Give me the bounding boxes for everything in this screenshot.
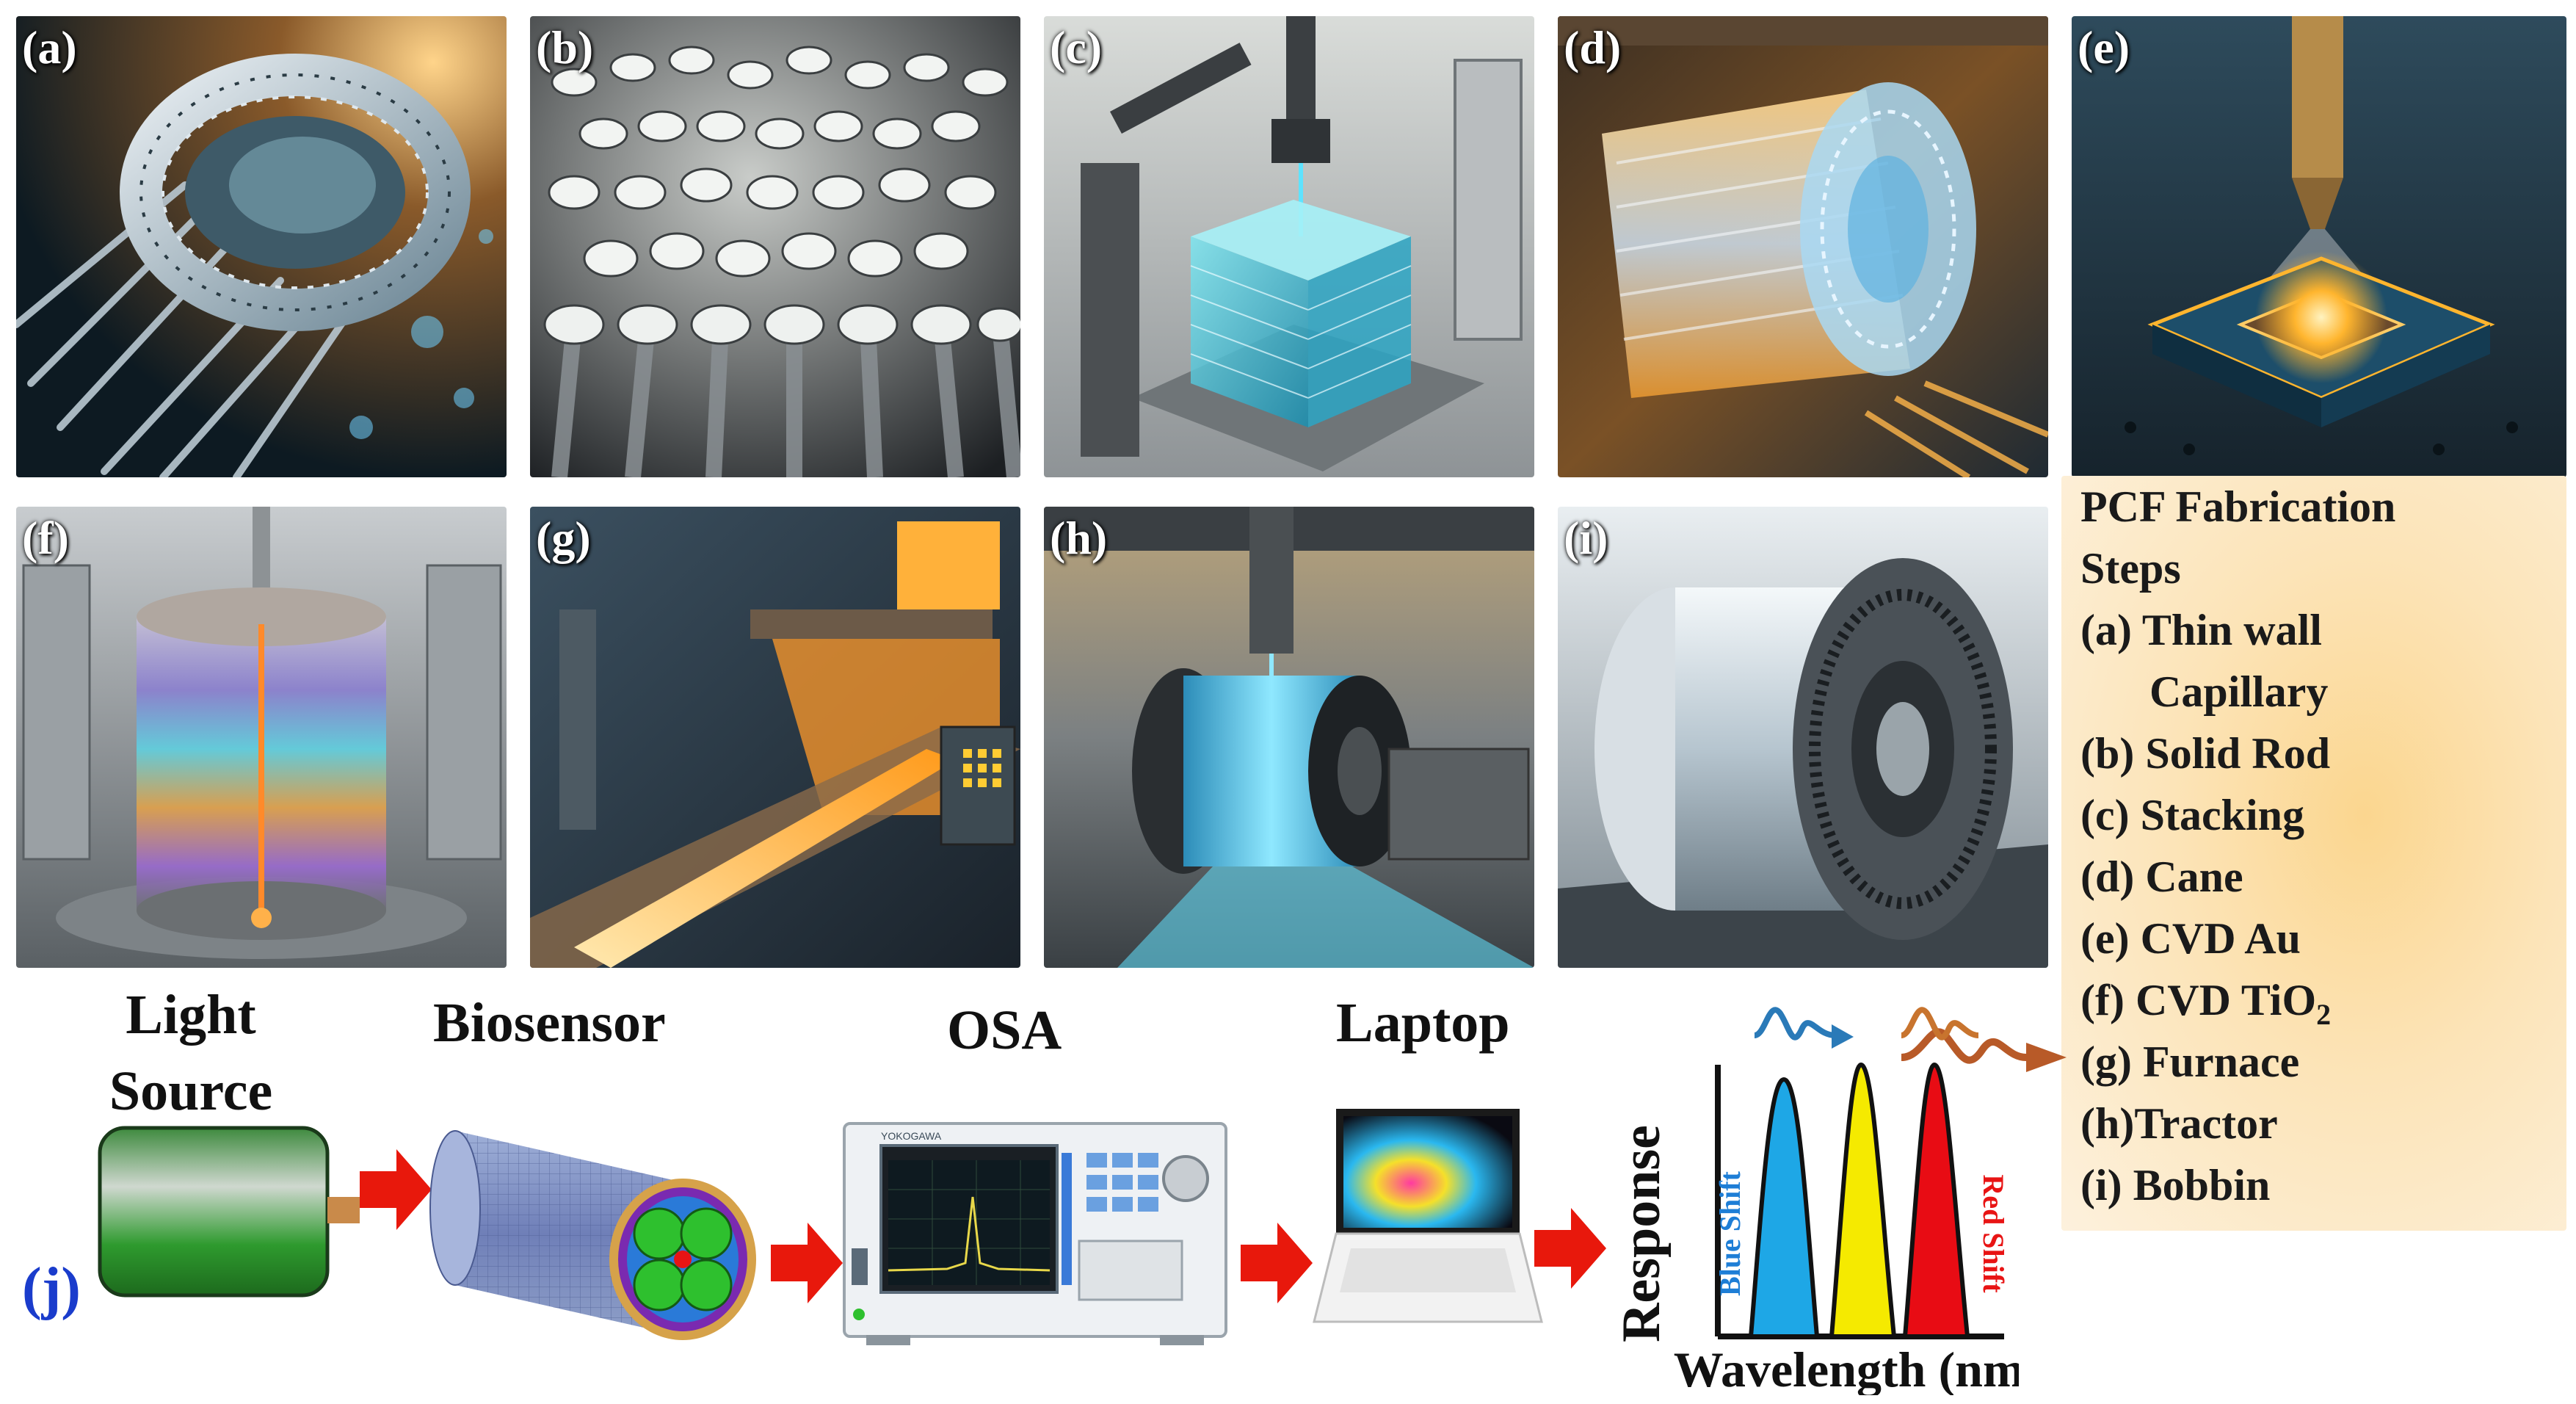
legend-title: PCF Fabrication [2080,482,2396,531]
osa-brand-text: YOKOGAWA [881,1130,942,1142]
flow-arrow [1241,1223,1313,1303]
cvd-au-illustration [2072,16,2566,477]
legend-item-tio2: (f) CVD TiO2 [2080,975,2331,1032]
light-source-label: Light Source [88,977,294,1129]
legend-item: (h)Tractor [2080,1099,2278,1148]
red-shift-label: Red Shift [1977,1174,2010,1293]
light-source-line1: Light [126,984,256,1046]
light-source-device [98,1126,360,1298]
legend-item: (b) Solid Rod [2080,729,2331,778]
legend-pointer-arrow [1901,1028,2067,1072]
legend-item: (c) Stacking [2080,791,2304,839]
laptop-device [1313,1109,1543,1323]
legend-title-line2: Steps [2080,544,2181,593]
panel-d: (d) [1558,16,2048,477]
panel-label: (f) [22,512,69,564]
panel-i: (i) [1558,507,2048,968]
response-chart: Response Blue Shift Red Shift Wavelength… [1611,1007,2019,1395]
legend-item: Capillary [2149,667,2329,716]
cvd-tio2-illustration [16,507,507,968]
legend-item: (d) Cane [2080,853,2243,901]
yellow-peak [1829,1062,1897,1339]
panel-label: (i) [1564,512,1608,564]
laptop-label: Laptop [1336,992,1510,1054]
panel-b: (b) [530,16,1020,477]
panel-label: (a) [22,21,77,73]
capillary-bundle-illustration [16,16,507,477]
fabrication-steps-legend: PCF Fabrication Steps (a) Thin wall Capi… [2061,476,2566,1231]
legend-item: (i) Bobbin [2080,1161,2271,1209]
chart-xlabel: Wavelength (nm) [1674,1342,2019,1395]
panel-e: (e) [2072,16,2566,477]
panel-label: (e) [2078,21,2130,73]
blue-shift-label: Blue Shift [1713,1170,1746,1296]
chart-ylabel: Response [1611,1125,1672,1342]
legend-item: (e) CVD Au [2080,914,2301,963]
flow-arrow [771,1223,843,1303]
red-shift-wave-arrow [1900,1007,1979,1041]
panel-label: (g) [536,512,591,564]
furnace-illustration [530,507,1020,968]
panel-label: (b) [536,21,594,73]
panel-g: (g) [530,507,1020,968]
panel-f: (f) [16,507,507,968]
osa-label: OSA [947,999,1062,1061]
biosensor-label: Biosensor [433,992,666,1054]
solid-rods-illustration [530,16,1020,477]
panel-c: (c) [1044,16,1534,477]
panel-label: (c) [1050,21,1103,73]
panel-a: (a) [16,16,507,477]
blue-peak [1748,1076,1820,1339]
stacking-robot-illustration [1044,16,1534,477]
flow-arrow [1534,1208,1606,1289]
panel-label: (d) [1564,21,1622,73]
osa-device: YOKOGAWA [843,1122,1227,1345]
legend-item: (a) Thin wall [2080,606,2322,654]
red-peak [1902,1062,1970,1339]
legend-item: (g) Furnace [2080,1038,2300,1086]
panel-label: (h) [1050,512,1108,564]
flow-arrow [360,1149,432,1230]
blue-shift-wave-arrow [1753,1007,1836,1041]
light-source-line2: Source [109,1060,273,1122]
biosensor-device [429,1130,756,1340]
legend-item-text: (f) CVD TiO [2080,976,2317,1024]
cane-illustration [1558,16,2048,477]
panel-h: (h) [1044,507,1534,968]
bobbin-illustration [1558,507,2048,968]
subscript: 2 [2316,998,2332,1031]
tractor-illustration [1044,507,1534,968]
panel-label-j: (j) [22,1256,81,1321]
